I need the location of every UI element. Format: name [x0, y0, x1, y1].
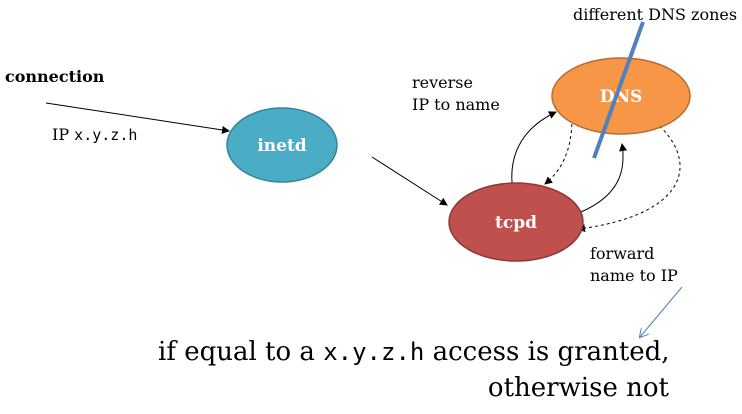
connection-label: connection — [5, 67, 105, 86]
dns-label: DNS — [600, 87, 643, 107]
forward-reply-arrow — [577, 121, 681, 233]
reverse-reply-arrow — [544, 117, 573, 185]
result-address: x.y.z.h — [323, 338, 424, 366]
forward-note-arrow — [640, 286, 683, 337]
ip-label: IP x.y.z.h — [52, 125, 137, 144]
forward-query-arrow — [580, 143, 628, 213]
forward-label-2: name to IP — [590, 266, 678, 285]
result-line-1: if equal to a x.y.z.h access is granted, — [158, 337, 670, 367]
tcpd-node: tcpd — [448, 182, 584, 262]
result-line-2: otherwise not — [488, 373, 670, 403]
dns-zones-label: different DNS zones — [573, 5, 737, 24]
inetd-to-tcpd-arrow — [371, 156, 448, 206]
ip-address: x.y.z.h — [74, 126, 137, 144]
dns-zone-divider — [592, 21, 645, 159]
connection-arrow — [45, 102, 230, 134]
inetd-node: inetd — [226, 107, 338, 183]
tcpd-label: tcpd — [495, 213, 537, 233]
reverse-label-2: IP to name — [412, 95, 500, 114]
forward-label-1: forward — [590, 244, 654, 263]
reverse-query-arrow — [511, 111, 557, 193]
reverse-label-1: reverse — [412, 73, 473, 92]
inetd-label: inetd — [257, 136, 306, 156]
dns-node: DNS — [551, 57, 691, 135]
